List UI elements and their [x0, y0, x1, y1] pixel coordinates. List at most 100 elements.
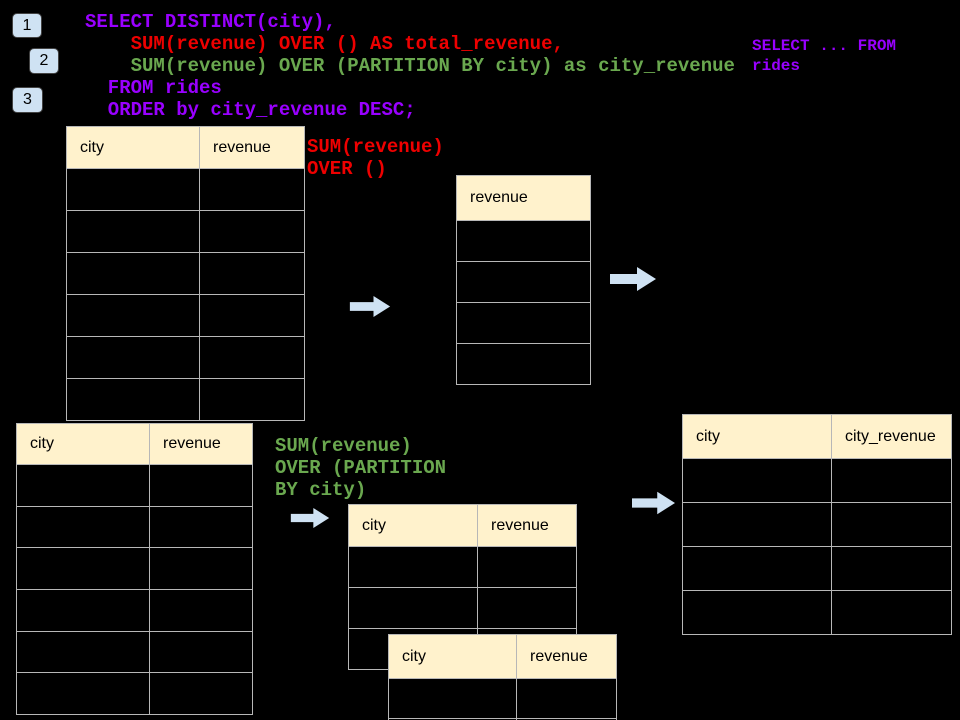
empty-cell	[16, 672, 150, 716]
step-badge-3: 3	[12, 87, 43, 113]
arrow-right-icon	[349, 296, 391, 317]
column-header-city: city	[388, 634, 517, 679]
empty-cell	[516, 678, 617, 719]
column-header-revenue: revenue	[199, 126, 305, 169]
table-row	[66, 378, 305, 421]
table-row	[456, 220, 591, 262]
empty-cell	[199, 252, 305, 295]
step-badge-1: 1	[12, 13, 42, 38]
table-row	[682, 590, 952, 635]
table-row	[682, 458, 952, 503]
empty-cell	[477, 587, 577, 629]
header-row: city revenue	[388, 634, 617, 679]
step-badge-2: 2	[29, 48, 59, 74]
empty-cell	[682, 502, 832, 547]
empty-cell	[66, 252, 200, 295]
column-header-revenue: revenue	[516, 634, 617, 679]
empty-cell	[16, 505, 150, 549]
annotation-total-revenue: SUM(revenue)OVER ()	[307, 136, 444, 180]
header-row: city city_revenue	[682, 414, 952, 459]
empty-cell	[149, 505, 253, 549]
empty-cell	[16, 589, 150, 632]
empty-cell	[199, 210, 305, 253]
table-row	[388, 718, 617, 720]
empty-cell	[66, 378, 200, 421]
column-header-revenue: revenue	[477, 504, 577, 547]
table-row	[682, 502, 952, 547]
header-row: city revenue	[66, 126, 305, 169]
empty-cell	[388, 678, 517, 719]
empty-cell	[456, 261, 591, 303]
table-row	[456, 302, 591, 344]
column-header-city: city	[348, 504, 478, 547]
header-row: city revenue	[348, 504, 577, 547]
annotation-partition-line3: BY city)	[275, 479, 367, 501]
table-row	[66, 294, 305, 337]
table-row	[16, 464, 253, 507]
sql-line-select: SELECT DISTINCT(city),	[85, 11, 336, 33]
side-note-line1: SELECT ... FROM	[752, 37, 897, 55]
empty-cell	[199, 378, 305, 421]
empty-cell	[199, 168, 305, 211]
table-row	[66, 252, 305, 295]
sql-line-partition: SUM(revenue) OVER (PARTITION BY city) as…	[85, 55, 735, 77]
empty-cell	[456, 302, 591, 344]
empty-cell	[348, 587, 478, 629]
table-row	[16, 547, 253, 591]
table-row	[16, 672, 253, 716]
column-header-revenue: revenue	[149, 423, 253, 465]
header-row: revenue	[456, 175, 591, 221]
empty-cell	[149, 547, 253, 591]
arrow-right-icon	[610, 267, 656, 291]
empty-cell	[199, 294, 305, 337]
empty-cell	[516, 718, 617, 720]
empty-cell	[199, 336, 305, 379]
annotation-partition-line1: SUM(revenue)	[275, 435, 412, 457]
table-row	[388, 678, 617, 719]
source-table-bottom: city revenue	[16, 423, 253, 716]
table-row	[456, 343, 591, 385]
sql-line-order-by: ORDER by city_revenue DESC;	[85, 99, 416, 121]
column-header-revenue: revenue	[456, 175, 591, 221]
empty-cell	[456, 220, 591, 262]
empty-cell	[149, 464, 253, 507]
table-row	[16, 589, 253, 632]
empty-cell	[149, 630, 253, 674]
empty-cell	[831, 502, 952, 547]
empty-cell	[149, 589, 253, 632]
table-row	[66, 336, 305, 379]
empty-cell	[682, 590, 832, 635]
header-row: city revenue	[16, 423, 253, 465]
arrow-right-icon	[632, 491, 675, 515]
empty-cell	[831, 546, 952, 591]
column-header-city: city	[682, 414, 832, 459]
empty-cell	[149, 672, 253, 716]
table-row	[348, 587, 577, 629]
empty-cell	[682, 546, 832, 591]
empty-cell	[348, 546, 478, 588]
empty-cell	[831, 590, 952, 635]
table-row	[456, 261, 591, 303]
empty-cell	[66, 294, 200, 337]
sql-line-from: FROM rides	[85, 77, 222, 99]
empty-cell	[66, 336, 200, 379]
annotation-partition-line2: OVER (PARTITION	[275, 457, 447, 479]
total-revenue-table: revenue	[456, 175, 591, 385]
table-row	[66, 168, 305, 211]
arrow-right-icon	[290, 508, 330, 528]
city-revenue-result-table: city city_revenue	[682, 414, 952, 635]
table-row	[66, 210, 305, 253]
table-row	[16, 630, 253, 674]
column-header-city-revenue: city_revenue	[831, 414, 952, 459]
empty-cell	[831, 458, 952, 503]
empty-cell	[16, 547, 150, 591]
column-header-city: city	[16, 423, 150, 465]
empty-cell	[66, 210, 200, 253]
table-row	[348, 546, 577, 588]
annotation-total-line1: SUM(revenue)	[307, 136, 444, 158]
partition-table-overlay: city revenue	[388, 634, 617, 720]
sql-code-block: SELECT DISTINCT(city), SUM(revenue) OVER…	[85, 11, 735, 121]
